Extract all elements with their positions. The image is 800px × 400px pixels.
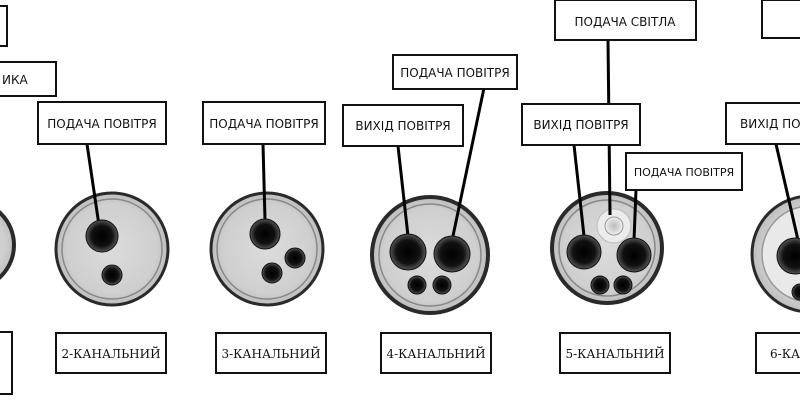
port-small-3a (284, 247, 306, 269)
label-box-left-top (0, 5, 8, 47)
connector-4-channel: ВИХІД ПОВІТРЯ ПОДАЧА ПОВІТРЯ 4-КАНАЛЬНИЙ (342, 54, 518, 374)
caption-6-channel: 6-КА (770, 347, 800, 361)
port-small-2a (101, 264, 123, 286)
caption-box-2 (55, 332, 167, 374)
supply-light-port-5 (604, 216, 624, 236)
caption-2-channel: 2-КАНАЛЬНИЙ (61, 345, 160, 361)
label-exhaust-air-6: ВИХІД ПОВІТРЯ (740, 117, 800, 131)
connector-body-1 (0, 210, 16, 280)
lead-exhaust-air-5 (572, 144, 586, 237)
caption-box-3 (215, 332, 327, 374)
label-supply-air-2: ПОДАЧА ПОВІТРЯ (47, 117, 156, 131)
lead-supply-air-2 (85, 143, 102, 233)
label-left-mid: ИКА (2, 73, 28, 87)
lead-supply-air-4 (451, 87, 486, 237)
label-supply-air-3: ПОДАЧА ПОВІТРЯ (209, 117, 318, 131)
connector-body-3-inner-ring (216, 198, 318, 300)
lead-exhaust-air-6 (774, 143, 800, 241)
label-box-left-bottom (0, 331, 13, 395)
connector-body-5-inner-ring (558, 199, 656, 297)
caption-4-channel: 4-КАНАЛЬНИЙ (386, 345, 485, 361)
connector-body-4 (370, 195, 490, 315)
connector-body-4-inner-ring (378, 203, 482, 307)
label-exhaust-air-5: ВИХІД ПОВІТРЯ (533, 118, 628, 132)
connector-1-partial: ИКА (0, 5, 57, 395)
label-box-supply-air-2 (37, 101, 167, 145)
port-small-3b (261, 262, 283, 284)
label-box-supply-air-3 (202, 101, 326, 145)
port-small-6a (791, 283, 800, 301)
label-box-supply-air-4 (392, 54, 518, 90)
label-box-supply-air-5 (625, 152, 743, 191)
connector-3-channel: ПОДАЧА ПОВІТРЯ 3-КАНАЛЬНИЙ (202, 101, 327, 374)
connector-5-channel: ПОДАЧА СВІТЛА ВИХІД ПОВІТРЯ ПОДАЧА ПОВІТ… (521, 0, 743, 374)
supply-air-port-4 (433, 235, 471, 273)
label-supply-air-5: ПОДАЧА ПОВІТРЯ (634, 166, 734, 179)
caption-5-channel: 5-КАНАЛЬНИЙ (565, 345, 664, 361)
label-box-exhaust-air-5 (521, 103, 641, 146)
label-box-left-mid (0, 61, 57, 97)
label-box-exhaust-air-4 (342, 104, 464, 147)
port-small-5a (590, 275, 610, 295)
port-small-4b (432, 275, 452, 295)
caption-box-4 (380, 332, 492, 374)
exhaust-air-port-5 (566, 234, 602, 270)
label-box-supply-light-5 (554, 0, 697, 41)
connector-6-channel-partial: ВИХІД ПОВІТРЯ 6-КА (725, 0, 800, 374)
lead-supply-air-5 (632, 189, 638, 241)
lead-supply-air-3 (261, 143, 267, 221)
exhaust-air-port-4 (389, 233, 427, 271)
label-supply-air-4: ПОДАЧА ПОВІТРЯ (400, 66, 509, 80)
port-small-5b (613, 275, 633, 295)
label-box-exhaust-air-6 (725, 102, 800, 145)
connector-2-channel: ПОДАЧА ПОВІТРЯ 2-КАНАЛЬНИЙ (37, 101, 170, 374)
caption-box-6 (755, 332, 800, 374)
label-box-supply-light-6 (761, 0, 800, 39)
supply-air-port-5 (616, 237, 652, 273)
label-supply-light-5: ПОДАЧА СВІТЛА (574, 15, 676, 29)
port-small-4a (407, 275, 427, 295)
caption-box-5 (559, 332, 671, 374)
lead-exhaust-air-4 (396, 145, 410, 237)
connector-body-2-inner-ring (61, 198, 163, 300)
label-exhaust-air-4: ВИХІД ПОВІТРЯ (355, 119, 450, 133)
supply-air-port-2 (85, 219, 119, 253)
exhaust-air-port-6 (776, 237, 800, 275)
supply-air-port-3 (249, 218, 281, 250)
caption-3-channel: 3-КАНАЛЬНИЙ (221, 345, 320, 361)
